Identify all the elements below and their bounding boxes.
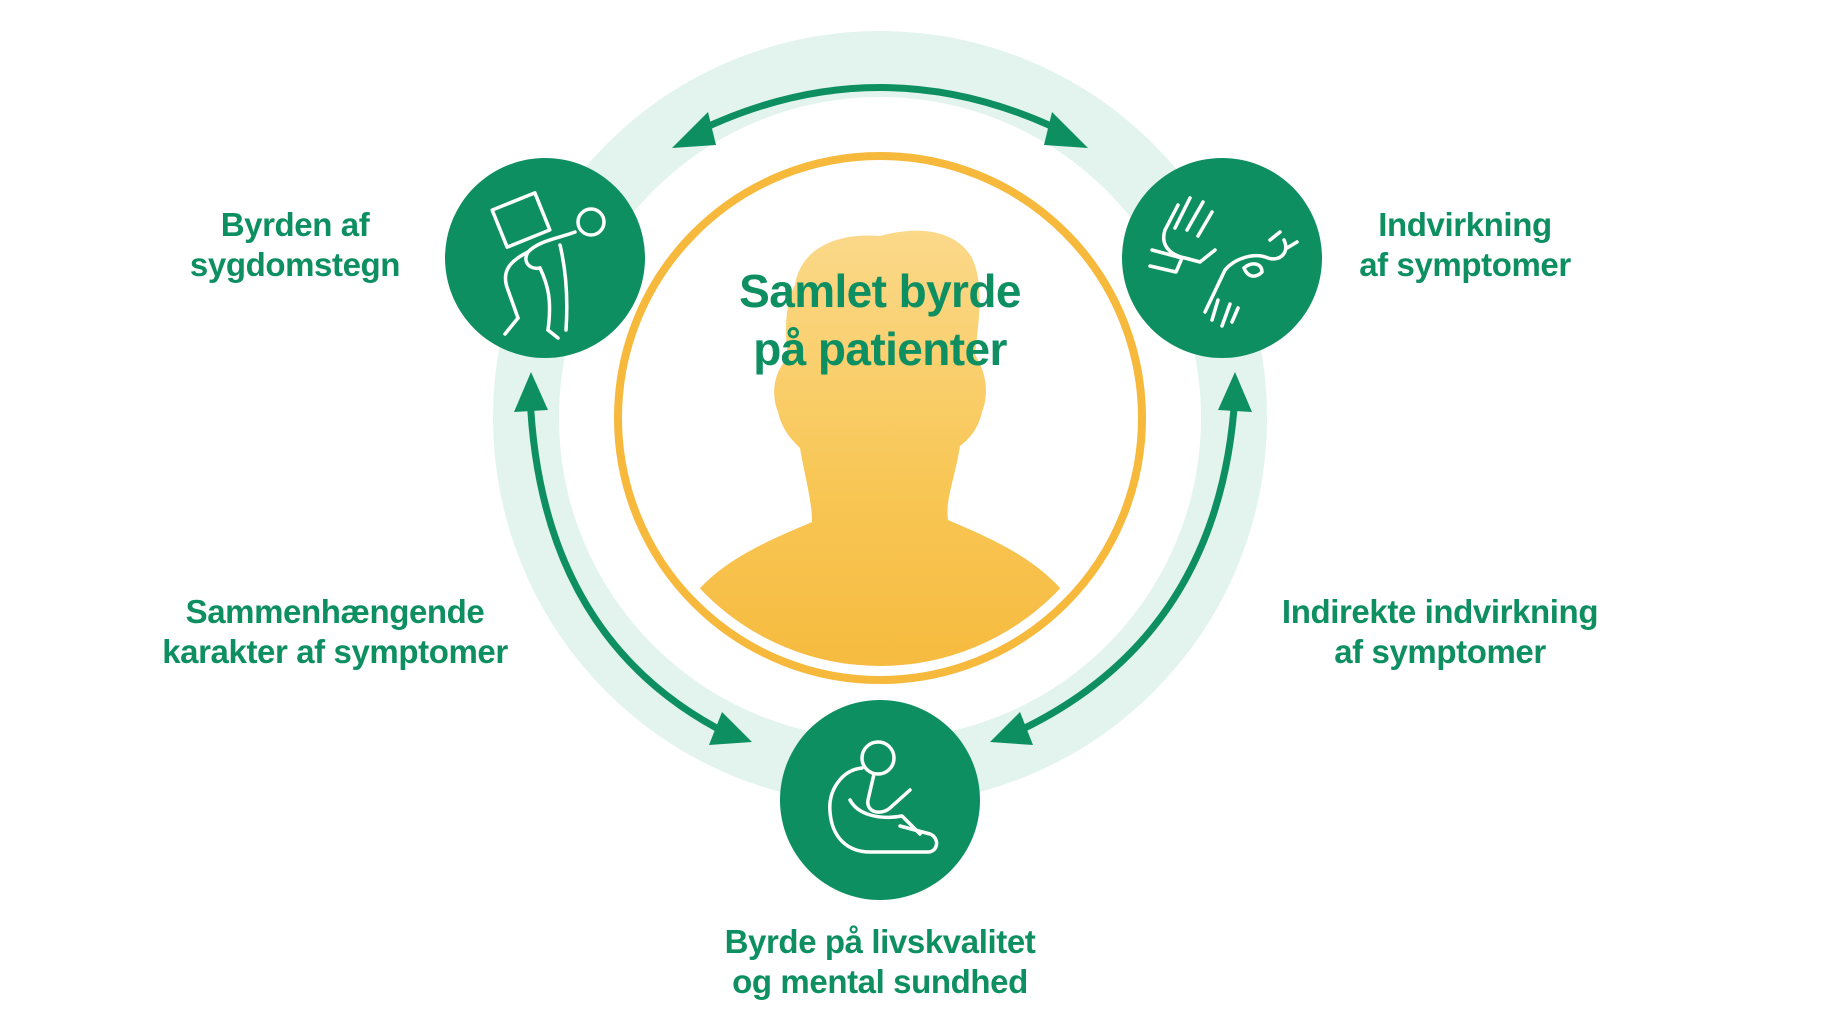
label-mid-right-line2: af symptomer [1270, 632, 1610, 672]
label-mid-left-line2: karakter af symptomer [150, 632, 520, 672]
label-bottom-line2: og mental sundhed [705, 962, 1055, 1002]
node-top-left [445, 158, 645, 358]
label-top-left-line2: sygdomstegn [175, 245, 415, 285]
label-top-right-line2: af symptomer [1345, 245, 1585, 285]
node-top-right [1122, 158, 1322, 358]
label-bottom-line1: Byrde på livskvalitet [705, 922, 1055, 962]
center-title: Samlet byrde på patienter [720, 262, 1040, 378]
center-title-line1: Samlet byrde [720, 262, 1040, 320]
label-mid-left-line1: Sammenhængende [150, 592, 520, 632]
center-title-line2: på patienter [720, 320, 1040, 378]
label-top-right: Indvirkning af symptomer [1345, 205, 1585, 285]
node-bottom [780, 700, 980, 900]
label-top-left: Byrden af sygdomstegn [175, 205, 415, 285]
label-mid-right-line1: Indirekte indvirkning [1270, 592, 1610, 632]
label-top-right-line1: Indvirkning [1345, 205, 1585, 245]
label-mid-left: Sammenhængende karakter af symptomer [150, 592, 520, 672]
label-bottom: Byrde på livskvalitet og mental sundhed [705, 922, 1055, 1002]
label-top-left-line1: Byrden af [175, 205, 415, 245]
label-mid-right: Indirekte indvirkning af symptomer [1270, 592, 1610, 672]
